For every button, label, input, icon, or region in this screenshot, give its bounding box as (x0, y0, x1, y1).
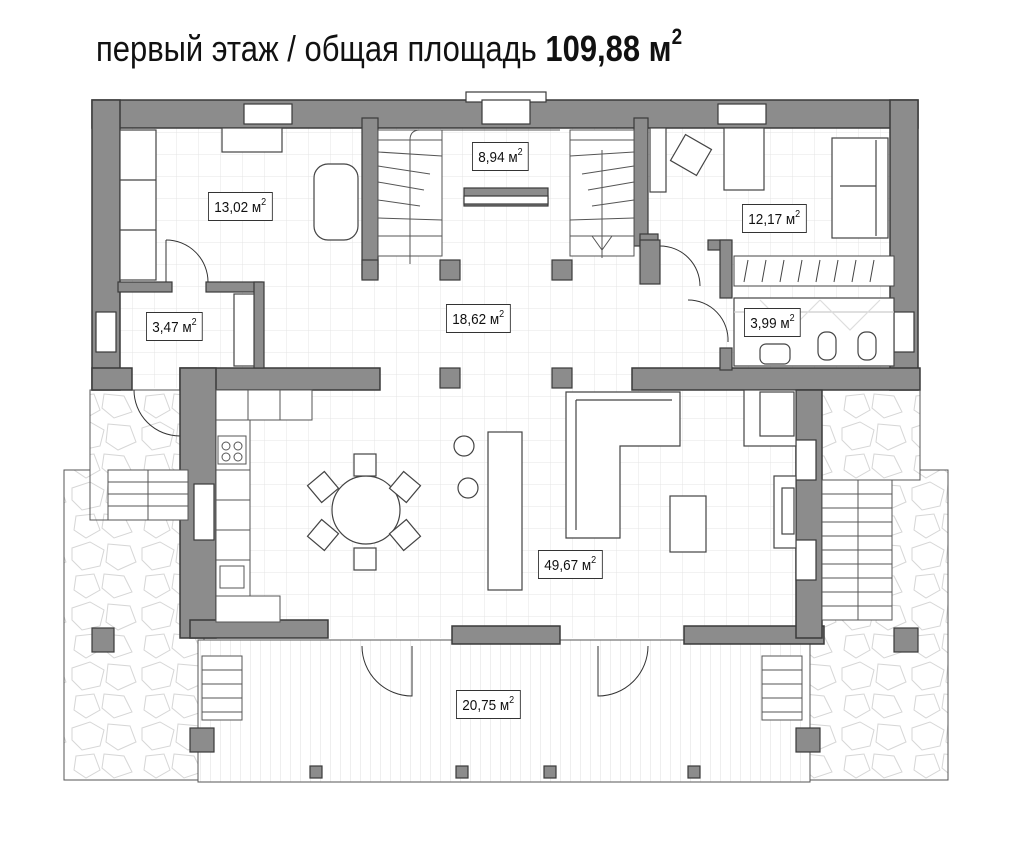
room-area-text: 18,62 м (452, 311, 500, 328)
windows (95, 91, 915, 581)
study-furniture (119, 127, 889, 367)
area-unit-sup: 2 (499, 309, 505, 320)
room-area-text: 13,02 м (214, 199, 262, 216)
room-area-13-02: 13,02 м2 (208, 192, 273, 221)
area-unit-sup: 2 (517, 147, 523, 158)
area-unit-sup: 2 (261, 197, 267, 208)
area-unit-sup: 2 (795, 209, 801, 220)
plan-title: первый этаж / общая площадь 109,88 м2 (96, 24, 682, 70)
doors (133, 239, 729, 697)
wardrobe (733, 255, 895, 287)
room-area-8-94: 8,94 м2 (472, 142, 529, 171)
staircase (377, 129, 635, 264)
living-sofa (565, 391, 707, 553)
kitchen-counter (215, 389, 313, 623)
room-area-text: 12,17 м (748, 211, 796, 228)
room-area-3-99: 3,99 м2 (744, 308, 801, 337)
total-area-value: 109,88 м2 (545, 24, 682, 69)
room-area-3-47: 3,47 м2 (146, 312, 203, 341)
total-area-number: 109,88 м (545, 28, 672, 69)
room-area-text: 3,99 м (750, 315, 790, 332)
area-unit-sup: 2 (191, 317, 197, 328)
columns (91, 259, 919, 779)
room-area-text: 49,67 м (544, 557, 592, 574)
room-area-12-17: 12,17 м2 (742, 204, 807, 233)
side-stairs (107, 469, 893, 721)
fireplace (743, 389, 797, 549)
room-area-text: 8,94 м (478, 149, 518, 166)
plan-title-label: первый этаж / общая площадь (96, 28, 537, 69)
room-area-20-75: 20,75 м2 (456, 690, 521, 719)
total-area-sup: 2 (671, 24, 683, 49)
room-area-18-62: 18,62 м2 (446, 304, 511, 333)
room-area-49-67: 49,67 м2 (538, 550, 603, 579)
dining-table (306, 453, 422, 571)
area-unit-sup: 2 (509, 695, 515, 706)
area-unit-sup: 2 (789, 313, 795, 324)
kitchen-island (453, 431, 523, 591)
room-area-text: 3,47 м (152, 319, 192, 336)
right-porch (819, 389, 921, 481)
room-area-text: 20,75 м (462, 697, 510, 714)
area-unit-sup: 2 (591, 555, 597, 566)
